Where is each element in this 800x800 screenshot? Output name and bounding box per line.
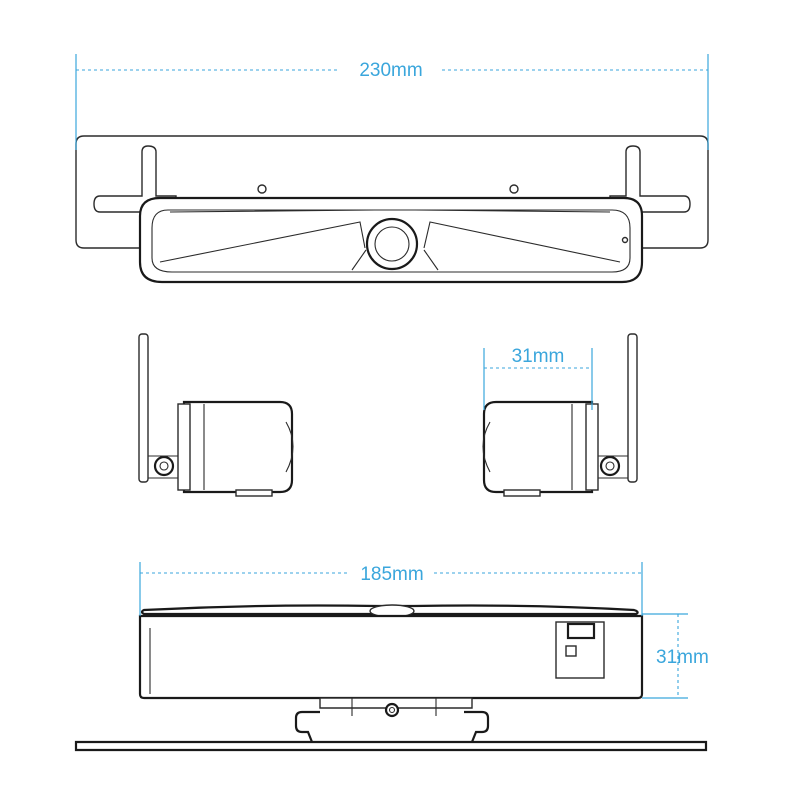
dimension-label-depth-31mm: 31mm xyxy=(512,346,565,367)
swivel-arm-right xyxy=(464,710,490,743)
camera-body-bottom xyxy=(138,614,644,700)
side-view-right xyxy=(482,333,638,497)
camera-body-side-right xyxy=(482,400,594,494)
dimension-top-width: 230mm xyxy=(75,54,709,150)
dimension-label-230mm: 230mm xyxy=(359,60,422,81)
dimension-bottom-height: 31mm xyxy=(642,613,709,699)
side-plate-right xyxy=(585,403,599,491)
antenna-left xyxy=(138,333,149,483)
dimension-bottom-width: 185mm xyxy=(139,562,643,616)
hinge-bolt-left-inner xyxy=(159,461,169,471)
hinge-right xyxy=(598,455,628,479)
front-view xyxy=(75,135,709,284)
right-slot xyxy=(609,145,691,213)
mount-screw-inner xyxy=(388,706,396,714)
hinge-bolt-right-inner xyxy=(605,461,615,471)
face-cross-lines xyxy=(159,209,621,271)
connector-left xyxy=(235,489,273,497)
port-button xyxy=(565,645,577,657)
antenna-right xyxy=(627,333,638,483)
camera-lens xyxy=(365,217,419,271)
mounting-base xyxy=(319,697,473,709)
license-plate-edge xyxy=(74,740,708,752)
side-plate-left xyxy=(177,403,191,491)
bottom-view xyxy=(74,604,708,752)
indicator-led xyxy=(621,236,629,244)
hinge-bolt-left xyxy=(153,455,175,477)
screw-hole-right xyxy=(509,184,519,194)
camera-body-side-left xyxy=(182,400,294,494)
side-view-left xyxy=(138,333,294,497)
connector-right xyxy=(503,489,541,497)
lens-hood-right xyxy=(482,421,491,473)
camera-face-outline xyxy=(151,209,631,273)
dimension-label-height-31mm: 31mm xyxy=(656,647,709,668)
lens-hood-left xyxy=(285,421,294,473)
port-label xyxy=(566,622,596,640)
hinge-bolt-right xyxy=(599,455,621,477)
dimension-label-185mm: 185mm xyxy=(360,564,423,585)
screw-hole-left xyxy=(257,184,267,194)
camera-lens-inner xyxy=(374,226,410,262)
hinge-left xyxy=(148,455,178,479)
dimension-side-depth: 31mm xyxy=(483,346,593,410)
mount-screw xyxy=(384,702,400,718)
swivel-arm-left xyxy=(294,710,320,743)
